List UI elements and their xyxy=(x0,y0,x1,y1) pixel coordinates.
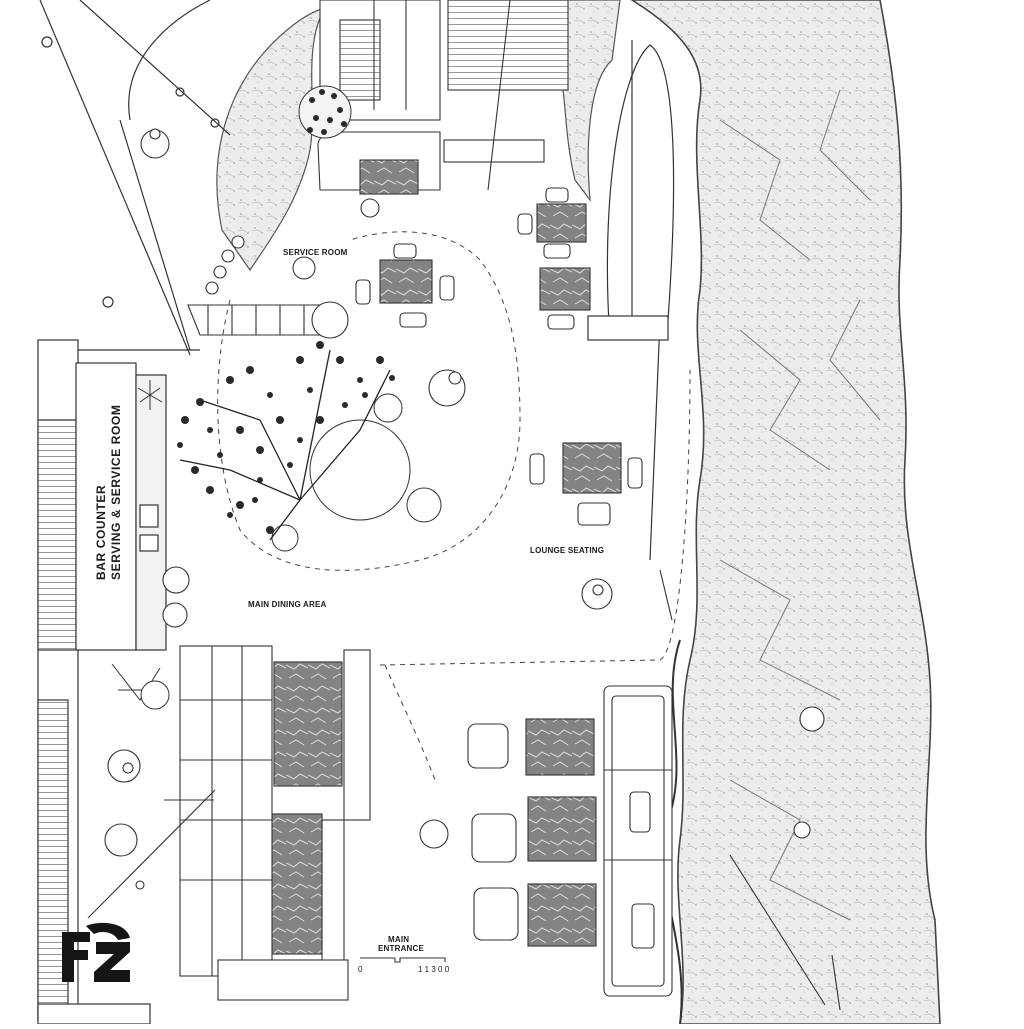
scale-end: 1 1 3 0 0 xyxy=(418,965,450,974)
label-main-entrance-sub: ENTRANCE xyxy=(378,944,425,953)
person xyxy=(104,128,825,857)
curved-partition xyxy=(587,40,675,561)
label-main-entrance: MAIN xyxy=(388,935,409,944)
label-main-dining: MAIN DINING AREA xyxy=(248,600,326,609)
room-labels: SERVICE ROOM BAR COUNTER SERVING & SERVI… xyxy=(94,248,604,953)
service-counter xyxy=(187,235,349,339)
label-lounge-seating: LOUNGE SEATING xyxy=(530,546,604,555)
label-bar-counter-sub: SERVING & SERVICE ROOM xyxy=(109,405,123,580)
glass-wall xyxy=(39,0,231,356)
scale-zero: 0 xyxy=(358,965,363,974)
pendant-lines xyxy=(87,569,841,1011)
bar-counter xyxy=(37,339,167,1025)
central-tree xyxy=(177,341,442,552)
circulation-path xyxy=(217,231,691,781)
fz-logo xyxy=(62,922,130,982)
chair xyxy=(355,187,643,941)
banquette-block xyxy=(179,645,371,1001)
rock-cliff xyxy=(630,0,941,1025)
label-service-room: SERVICE ROOM xyxy=(283,248,348,257)
planter-top xyxy=(298,85,352,139)
back-structures xyxy=(317,0,569,191)
sofa xyxy=(603,685,673,997)
label-bar-counter: BAR COUNTER xyxy=(94,485,108,580)
plant xyxy=(111,380,170,710)
scale-bar: 0 1 1 3 0 0 xyxy=(358,957,450,974)
